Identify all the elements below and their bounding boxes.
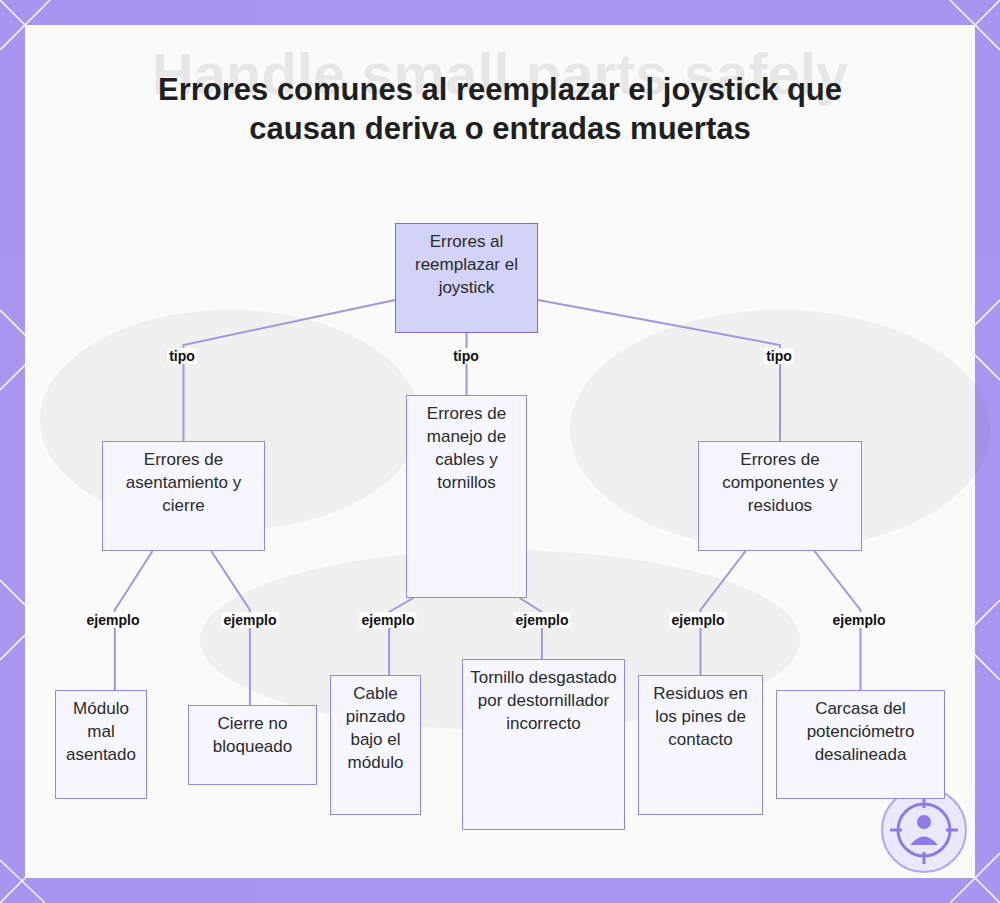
- connector-line: [211, 551, 250, 705]
- concept-box: Módulo mal asentado: [55, 690, 147, 799]
- canvas: [25, 25, 975, 878]
- concept-box: Residuos en los pines de contacto: [638, 675, 763, 815]
- logo-badge: [882, 788, 966, 872]
- connector-line: [538, 300, 780, 441]
- connector-line: [466, 333, 468, 395]
- connector-line: [184, 300, 396, 441]
- box-text: Residuos en los pines de contacto: [645, 682, 756, 751]
- edge-label: ejemplo: [222, 612, 279, 628]
- connector-line: [520, 598, 542, 659]
- box-text: Tornillo desgastado por destornillador i…: [469, 666, 618, 735]
- concept-box: Carcasa del potenciómetro desalineada: [776, 690, 945, 799]
- concept-box: Cable pinzado bajo el módulo: [330, 675, 421, 815]
- edge-label: ejemplo: [670, 612, 727, 628]
- box-text: Errores de asentamiento y cierre: [109, 448, 258, 517]
- concept-box: Errores de componentes y residuos: [698, 441, 862, 551]
- edge-label: ejemplo: [514, 612, 571, 628]
- concept-box: Cierre no bloqueado: [188, 705, 317, 785]
- edge-label: ejemplo: [85, 612, 142, 628]
- box-text: Carcasa del potenciómetro desalineada: [783, 697, 938, 766]
- box-text: Errores de componentes y residuos: [705, 448, 855, 517]
- edge-label: ejemplo: [831, 612, 888, 628]
- edge-label: ejemplo: [360, 612, 417, 628]
- box-text: Cierre no bloqueado: [195, 712, 310, 758]
- root-box: Errores al reemplazar el joystick: [395, 223, 538, 333]
- concept-box: Tornillo desgastado por destornillador i…: [462, 659, 625, 830]
- edge-label: tipo: [451, 348, 481, 364]
- box-text: Módulo mal asentado: [62, 697, 140, 766]
- concept-box: Errores de asentamiento y cierre: [102, 441, 265, 551]
- box-text: Errores de manejo de cables y tornillos: [413, 402, 520, 494]
- edge-label: tipo: [764, 348, 794, 364]
- box-text: Cable pinzado bajo el módulo: [337, 682, 414, 774]
- connector-line: [389, 598, 413, 675]
- box-text: Errores al reemplazar el joystick: [402, 230, 531, 299]
- diagram-title: Errores comunes al reemplazar el joystic…: [150, 70, 850, 148]
- concept-box: Errores de manejo de cables y tornillos: [406, 395, 527, 598]
- edge-label: tipo: [167, 348, 197, 364]
